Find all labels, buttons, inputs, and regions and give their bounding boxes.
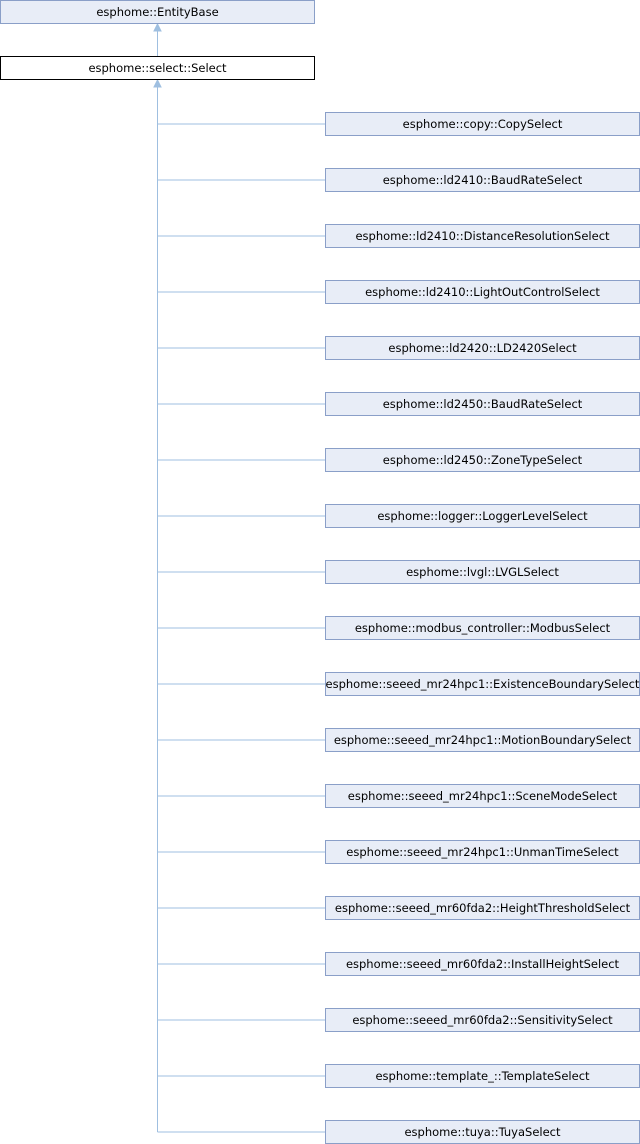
derived-class-label: esphome::copy::CopySelect [403, 117, 563, 131]
derived-class-node[interactable]: esphome::tuya::TuyaSelect [325, 1120, 640, 1144]
base-class-node[interactable]: esphome::EntityBase [0, 0, 315, 24]
derived-class-node[interactable]: esphome::modbus_controller::ModbusSelect [325, 616, 640, 640]
derived-class-label: esphome::ld2420::LD2420Select [388, 341, 577, 355]
derived-class-node[interactable]: esphome::ld2410::LightOutControlSelect [325, 280, 640, 304]
derived-class-node[interactable]: esphome::ld2420::LD2420Select [325, 336, 640, 360]
arrow-head [153, 78, 162, 88]
current-class-label: esphome::select::Select [88, 61, 227, 75]
derived-class-node[interactable]: esphome::seeed_mr24hpc1::SceneModeSelect [325, 784, 640, 808]
base-class-label: esphome::EntityBase [96, 5, 218, 19]
derived-class-label: esphome::seeed_mr24hpc1::SceneModeSelect [348, 789, 618, 803]
derived-class-label: esphome::seeed_mr24hpc1::ExistenceBounda… [326, 677, 640, 691]
derived-class-node[interactable]: esphome::ld2450::ZoneTypeSelect [325, 448, 640, 472]
inheritance-edges [153, 22, 326, 1133]
derived-class-label: esphome::seeed_mr24hpc1::MotionBoundaryS… [334, 733, 632, 747]
derived-class-label: esphome::ld2410::LightOutControlSelect [365, 285, 600, 299]
derived-class-label: esphome::ld2410::DistanceResolutionSelec… [355, 229, 610, 243]
derived-class-node[interactable]: esphome::logger::LoggerLevelSelect [325, 504, 640, 528]
derived-class-label: esphome::template_::TemplateSelect [375, 1069, 590, 1083]
derived-class-node[interactable]: esphome::seeed_mr24hpc1::MotionBoundaryS… [325, 728, 640, 752]
derived-class-node[interactable]: esphome::ld2410::DistanceResolutionSelec… [325, 224, 640, 248]
derived-class-label: esphome::logger::LoggerLevelSelect [377, 509, 588, 523]
derived-class-node[interactable]: esphome::lvgl::LVGLSelect [325, 560, 640, 584]
derived-class-node[interactable]: esphome::seeed_mr24hpc1::ExistenceBounda… [325, 672, 640, 696]
derived-class-node[interactable]: esphome::ld2410::BaudRateSelect [325, 168, 640, 192]
derived-class-node[interactable]: esphome::ld2450::BaudRateSelect [325, 392, 640, 416]
derived-class-label: esphome::modbus_controller::ModbusSelect [355, 621, 611, 635]
derived-class-label: esphome::seeed_mr60fda2::SensitivitySele… [352, 1013, 613, 1027]
derived-classes: esphome::copy::CopySelectesphome::ld2410… [325, 112, 640, 1144]
derived-class-label: esphome::seeed_mr24hpc1::UnmanTimeSelect [346, 845, 619, 859]
derived-class-node[interactable]: esphome::seeed_mr60fda2::InstallHeightSe… [325, 952, 640, 976]
derived-class-label: esphome::ld2410::BaudRateSelect [383, 173, 583, 187]
derived-class-label: esphome::ld2450::BaudRateSelect [383, 397, 583, 411]
derived-class-label: esphome::ld2450::ZoneTypeSelect [383, 453, 583, 467]
derived-class-node[interactable]: esphome::seeed_mr60fda2::SensitivitySele… [325, 1008, 640, 1032]
derived-class-node[interactable]: esphome::template_::TemplateSelect [325, 1064, 640, 1088]
derived-class-node[interactable]: esphome::seeed_mr60fda2::HeightThreshold… [325, 896, 640, 920]
derived-class-node[interactable]: esphome::copy::CopySelect [325, 112, 640, 136]
derived-class-label: esphome::lvgl::LVGLSelect [406, 565, 559, 579]
derived-class-label: esphome::seeed_mr60fda2::InstallHeightSe… [346, 957, 620, 971]
derived-class-label: esphome::seeed_mr60fda2::HeightThreshold… [335, 901, 631, 915]
derived-class-label: esphome::tuya::TuyaSelect [404, 1125, 561, 1139]
derived-class-node[interactable]: esphome::seeed_mr24hpc1::UnmanTimeSelect [325, 840, 640, 864]
current-class-node: esphome::select::Select [0, 56, 315, 80]
arrow-head [153, 22, 162, 32]
